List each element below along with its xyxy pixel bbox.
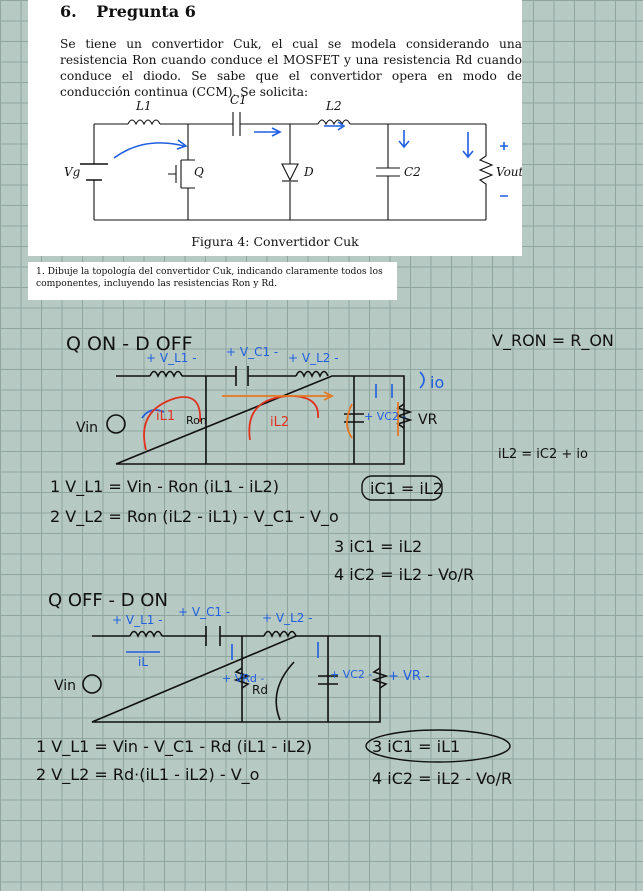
label-d: D <box>303 165 314 179</box>
io-label: io <box>430 373 444 392</box>
vl2-label: + V_L2 - <box>288 351 339 365</box>
eq8: 4 iC2 = iL2 - Vo/R <box>372 769 512 788</box>
eq1: 1 V_L1 = Vin - Ron (iL1 - iL2) <box>50 477 279 497</box>
problem-card: 6. Pregunta 6 Se tiene un convertidor Cu… <box>28 0 522 256</box>
ic1-box-note: iC1 = iL2 <box>370 479 443 498</box>
label-c1: C1 <box>230 93 247 107</box>
vl1-label: + V_L1 - <box>146 351 197 365</box>
eq7: 3 iC1 = iL1 <box>372 737 460 756</box>
vl1b-label: + V_L1 - <box>112 613 163 627</box>
vrd-label: + VRd - <box>222 672 264 685</box>
figure-caption: Figura 4: Convertidor Cuk <box>191 234 359 249</box>
il1-label: iL1 <box>156 409 175 424</box>
state2-title: Q OFF - D ON <box>48 590 168 611</box>
problem-number: 6. <box>60 2 77 21</box>
eq4: 4 iC2 = iL2 - Vo/R <box>334 565 474 584</box>
problem-title: Pregunta 6 <box>96 2 196 21</box>
label-l2: L2 <box>325 99 342 113</box>
vl2b-label: + V_L2 - <box>262 611 313 625</box>
il-label: iL <box>138 655 148 669</box>
vc1-label: + V_C1 - <box>226 345 278 359</box>
ron-label: Ron <box>186 414 207 427</box>
eq3: 3 iC1 = iL2 <box>334 537 422 556</box>
label-vout: Vout <box>496 165 522 179</box>
il2-label: iL2 <box>270 415 289 430</box>
question-box: 1. Dibuje la topología del convertidor C… <box>28 262 397 300</box>
problem-paragraph: Se tiene un convertidor Cuk, el cual se … <box>60 37 522 99</box>
label-q: Q <box>194 165 204 179</box>
il2-relation: iL2 = iC2 + io <box>498 447 588 462</box>
eq6: 2 V_L2 = Rd·(iL1 - iL2) - V_o <box>36 765 259 785</box>
vc1b-label: + V_C1 - <box>178 605 230 619</box>
vc2b-label: + VC2 - <box>330 668 372 681</box>
label-l1: L1 <box>135 99 152 113</box>
vc2-label: + VC2 - <box>364 410 406 423</box>
eq2: 2 V_L2 = Ron (iL2 - iL1) - V_C1 - V_o <box>50 507 339 527</box>
eq5: 1 V_L1 = Vin - V_C1 - Rd (iL1 - iL2) <box>36 737 312 757</box>
vin2-label: Vin <box>54 678 76 694</box>
label-c2: C2 <box>404 165 421 179</box>
vr-label: VR <box>418 412 438 428</box>
state1-title: Q ON - D OFF <box>66 333 193 355</box>
vron-note: V_RON = R_ON <box>492 331 614 351</box>
label-vg: Vg <box>64 165 81 179</box>
problem-heading: 6. Pregunta 6 <box>60 2 196 21</box>
cuk-circuit-figure: L1 C1 L2 Vg Q D C2 Vout <box>64 93 522 221</box>
vin-label: Vin <box>76 420 98 436</box>
vr2-label: + VR - <box>388 669 430 684</box>
circuit-q-off <box>82 626 389 723</box>
rd-label: Rd <box>252 683 268 697</box>
